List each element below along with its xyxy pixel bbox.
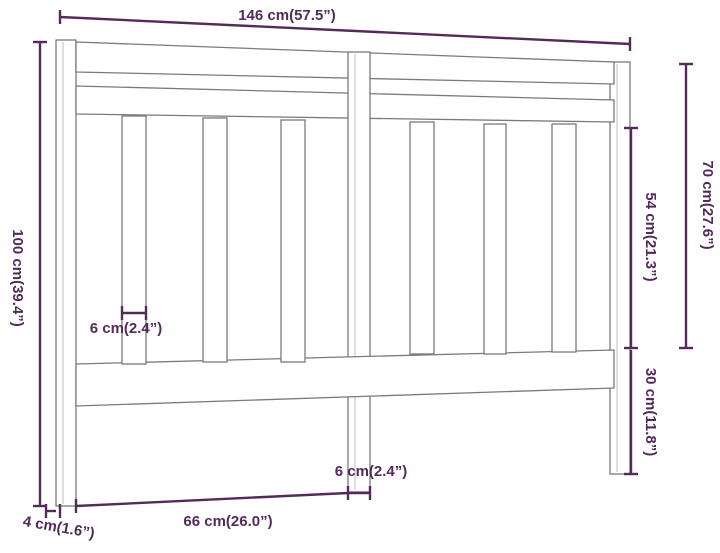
half-width-label: 66 cm(26.0”) — [183, 513, 272, 530]
width-total-label: 146 cm(57.5”) — [238, 7, 336, 24]
right-slats — [409, 121, 577, 355]
height-slats-label: 54 cm(21.3”) — [642, 192, 659, 281]
center-post-width-label: 6 cm(2.4”) — [335, 463, 408, 480]
dimension-lines — [33, 10, 693, 518]
bottom-rail — [75, 349, 615, 407]
post-thickness-label: 4 cm(1.6”) — [22, 513, 96, 542]
height-leg-label: 30 cm(11.8”) — [642, 368, 659, 456]
center-post — [347, 51, 371, 493]
height-panel-top-label: 70 cm(27.6”) — [699, 160, 716, 249]
left-slats — [121, 115, 306, 365]
right-post — [609, 61, 631, 475]
slat-width-label: 6 cm(2.4”) — [90, 320, 163, 337]
left-post — [55, 39, 77, 507]
headboard-drawing — [55, 39, 631, 507]
upper-rail — [75, 85, 615, 123]
height-total-label: 100 cm(39.4”) — [9, 229, 26, 327]
top-rail — [75, 41, 615, 85]
